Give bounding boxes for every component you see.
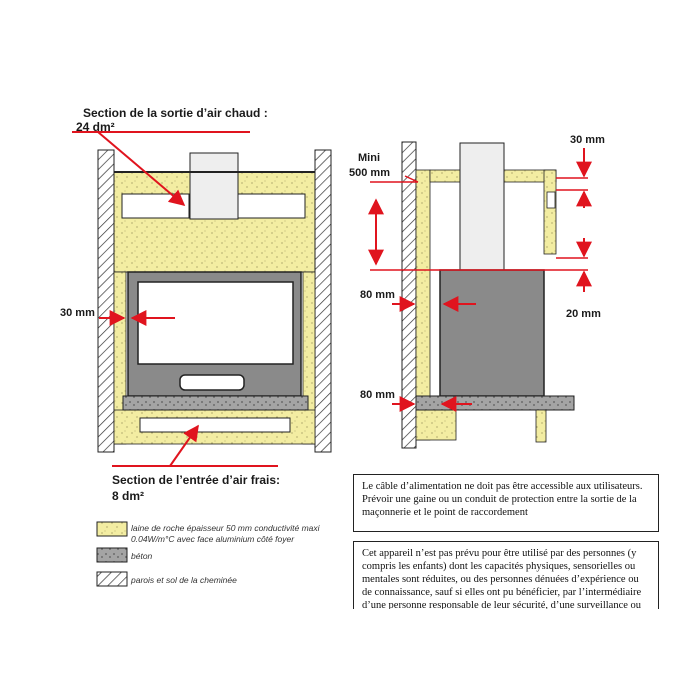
legend-walls-label: parois et sol de la cheminée <box>130 575 237 585</box>
gap-80-lower-label: 80 mm <box>360 389 395 401</box>
glass-door <box>137 281 294 365</box>
side-concrete-slab <box>415 395 575 411</box>
power-cable-text: Le câble d’alimentation ne doit pas être… <box>362 481 643 518</box>
side-insulation-front <box>543 169 557 255</box>
hot-air-outlet-left <box>121 193 190 219</box>
fresh-air-title: Section de l’entrée d’air frais: <box>112 473 280 487</box>
side-flue-pipe <box>459 142 505 271</box>
back-wall <box>401 141 417 449</box>
hot-air-arrow <box>97 131 186 207</box>
gap-80-upper-label: 80 mm <box>360 289 395 301</box>
right-chimney-wall <box>314 149 332 453</box>
legend: laine de roche épaisseur 50 mm conductiv… <box>96 521 321 587</box>
safety-note: Cet appareil n’est pas prévu pour être u… <box>353 541 659 609</box>
legend-walls-swatch <box>96 571 128 587</box>
concrete-slab <box>122 395 309 411</box>
fresh-air-value: 8 dm² <box>112 489 144 503</box>
door-handle <box>179 374 245 391</box>
legend-wool-line1: laine de roche épaisseur 50 mm conductiv… <box>131 523 321 533</box>
gap-30-top-label: 30 mm <box>570 134 605 146</box>
hot-air-value: 24 dm² <box>76 120 115 134</box>
side-insulation-bottom <box>415 409 457 441</box>
legend-concrete-label: béton <box>131 551 153 561</box>
vent-block <box>546 191 556 209</box>
side-view: Mini 500 mm 30 mm 80 mm 20 mm 80 mm <box>349 134 605 449</box>
fresh-air-inlet <box>139 417 291 433</box>
mini-label: Mini <box>358 152 380 164</box>
front-view: Section de la sortie d’air chaud : 24 dm… <box>60 106 332 503</box>
gap-20-label: 20 mm <box>566 308 601 320</box>
side-appliance-body <box>439 269 545 397</box>
hot-air-title: Section de la sortie d’air chaud : <box>83 106 268 120</box>
left-chimney-wall <box>97 149 115 453</box>
hot-air-outlet-right <box>237 193 306 219</box>
legend-wool-line2: 0.04W/m°C avec face aluminium côté foyer <box>131 534 295 544</box>
front-support <box>535 409 547 443</box>
legend-wool-swatch <box>96 521 128 537</box>
gap-30-left-label: 30 mm <box>60 307 95 319</box>
flue-pipe <box>189 152 239 220</box>
fresh-air-arrow <box>169 424 199 467</box>
mini-value-label: 500 mm <box>349 167 390 179</box>
legend-concrete-swatch <box>96 547 128 563</box>
power-cable-note: Le câble d’alimentation ne doit pas être… <box>353 474 659 532</box>
safety-text: Cet appareil n’est pas prévu pour être u… <box>362 548 642 609</box>
